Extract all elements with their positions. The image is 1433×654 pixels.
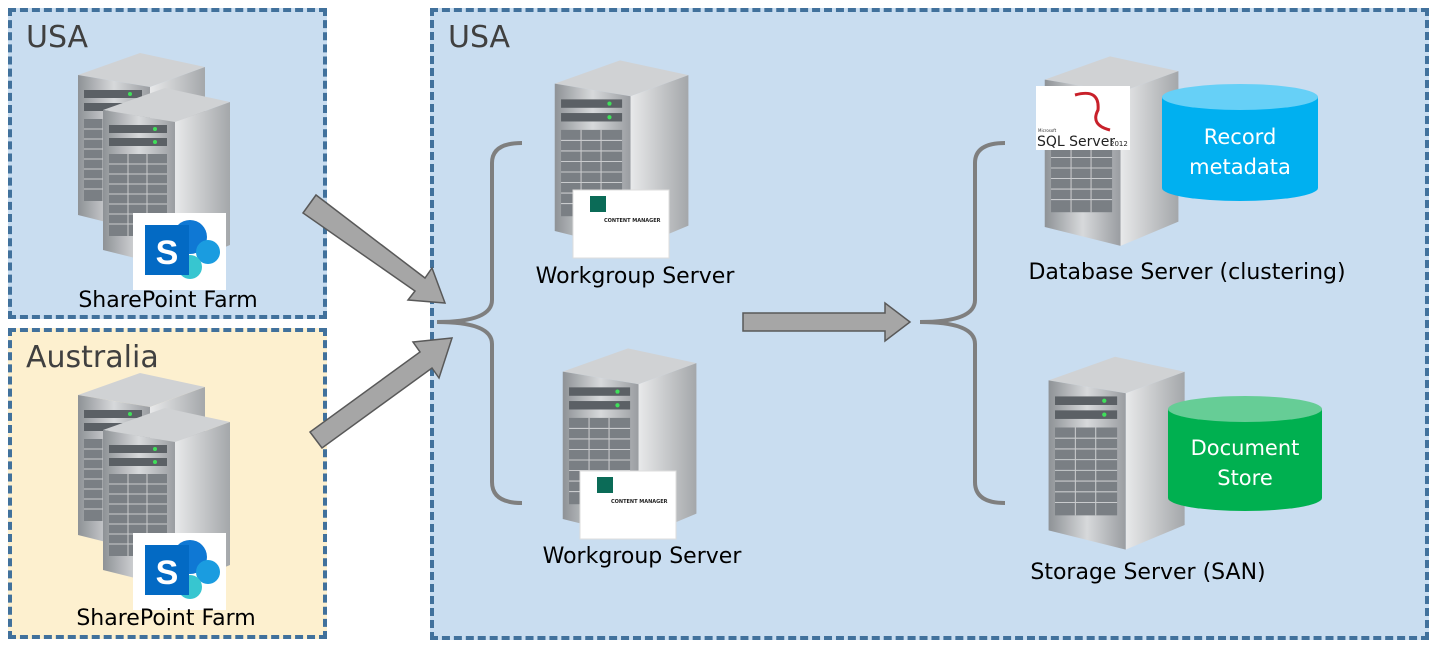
- svg-text:2012: 2012: [1110, 140, 1128, 148]
- database-server-icon: [1044, 55, 1179, 247]
- svg-text:CONTENT MANAGER: CONTENT MANAGER: [611, 499, 668, 505]
- document-store-cylinder: [1168, 396, 1322, 511]
- svg-text:SQL Server: SQL Server: [1037, 134, 1115, 150]
- sharepoint-farm-australia-label: SharePoint Farm: [76, 606, 256, 631]
- sharepoint-farm-usa-label: SharePoint Farm: [78, 288, 258, 313]
- label-line: metadata: [1189, 155, 1291, 179]
- arrow-usa-to-workgroup: [301, 193, 447, 304]
- svg-text:S: S: [156, 554, 179, 592]
- storage-server-label: Storage Server (SAN): [1030, 560, 1266, 585]
- storage-server-icon: [1048, 356, 1186, 551]
- sharepoint-logo-icon: S: [133, 213, 226, 290]
- label-line: Document: [1190, 436, 1300, 460]
- region-title: USA: [448, 20, 511, 55]
- svg-text:Microsoft: Microsoft: [1038, 128, 1057, 133]
- record-metadata-label: Record metadata: [1189, 122, 1291, 182]
- sql-server-logo-icon: Microsoft SQL Server 2012: [1036, 86, 1130, 150]
- region-title: USA: [26, 20, 89, 55]
- svg-text:S: S: [156, 234, 179, 272]
- content-manager-badge-icon: CONTENT MANAGER: [572, 189, 670, 259]
- database-server-label: Database Server (clustering): [1028, 260, 1346, 285]
- document-store-label: Document Store: [1191, 433, 1300, 493]
- arrow-australia-to-workgroup: [308, 337, 454, 450]
- workgroup-server-2-label: Workgroup Server: [542, 544, 742, 569]
- label-line: Record: [1203, 125, 1277, 149]
- region-title: Australia: [26, 340, 159, 375]
- label-line: Store: [1217, 466, 1273, 490]
- sharepoint-logo-icon: S: [133, 533, 226, 610]
- record-metadata-cylinder: [1162, 84, 1318, 201]
- workgroup-server-1-label: Workgroup Server: [535, 264, 735, 289]
- brace-backend: [919, 141, 1006, 505]
- arrow-workgroup-to-backend: [742, 301, 912, 343]
- svg-text:CONTENT MANAGER: CONTENT MANAGER: [604, 218, 661, 224]
- content-manager-badge-icon: CONTENT MANAGER: [579, 470, 677, 540]
- brace-workgroup: [436, 141, 523, 505]
